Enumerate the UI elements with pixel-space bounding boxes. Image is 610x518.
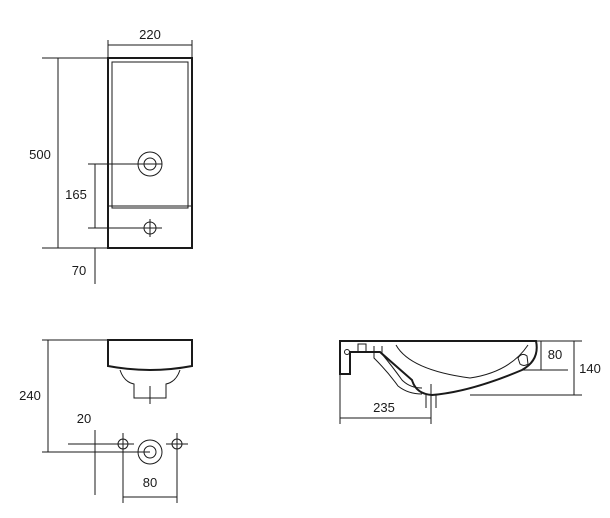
dim-235: 235: [373, 400, 395, 415]
fixing-detail: [357, 343, 367, 353]
dim-80-side: 80: [548, 347, 562, 362]
top-view: 220 500 165 70: [29, 27, 193, 284]
dim-165: 165: [65, 187, 87, 202]
basin-body-front: [107, 339, 193, 371]
basin-shelf-top: [107, 205, 193, 249]
dim-240: 240: [19, 388, 41, 403]
dim-70: 70: [72, 263, 86, 278]
basin-bowl-side: [395, 344, 529, 379]
basin-profile-side: [339, 340, 538, 397]
front-view: 240 20 80: [19, 339, 193, 503]
dim-140: 140: [579, 361, 601, 376]
dim-80-front: 80: [143, 475, 157, 490]
dim-500: 500: [29, 147, 51, 162]
basin-bowl-top: [111, 61, 189, 209]
dim-220: 220: [139, 27, 161, 42]
dim-20: 20: [77, 411, 91, 426]
basin-siphon-side: [373, 346, 423, 395]
overflow-opening: [517, 353, 529, 366]
side-view: 235 140 80: [339, 340, 601, 424]
